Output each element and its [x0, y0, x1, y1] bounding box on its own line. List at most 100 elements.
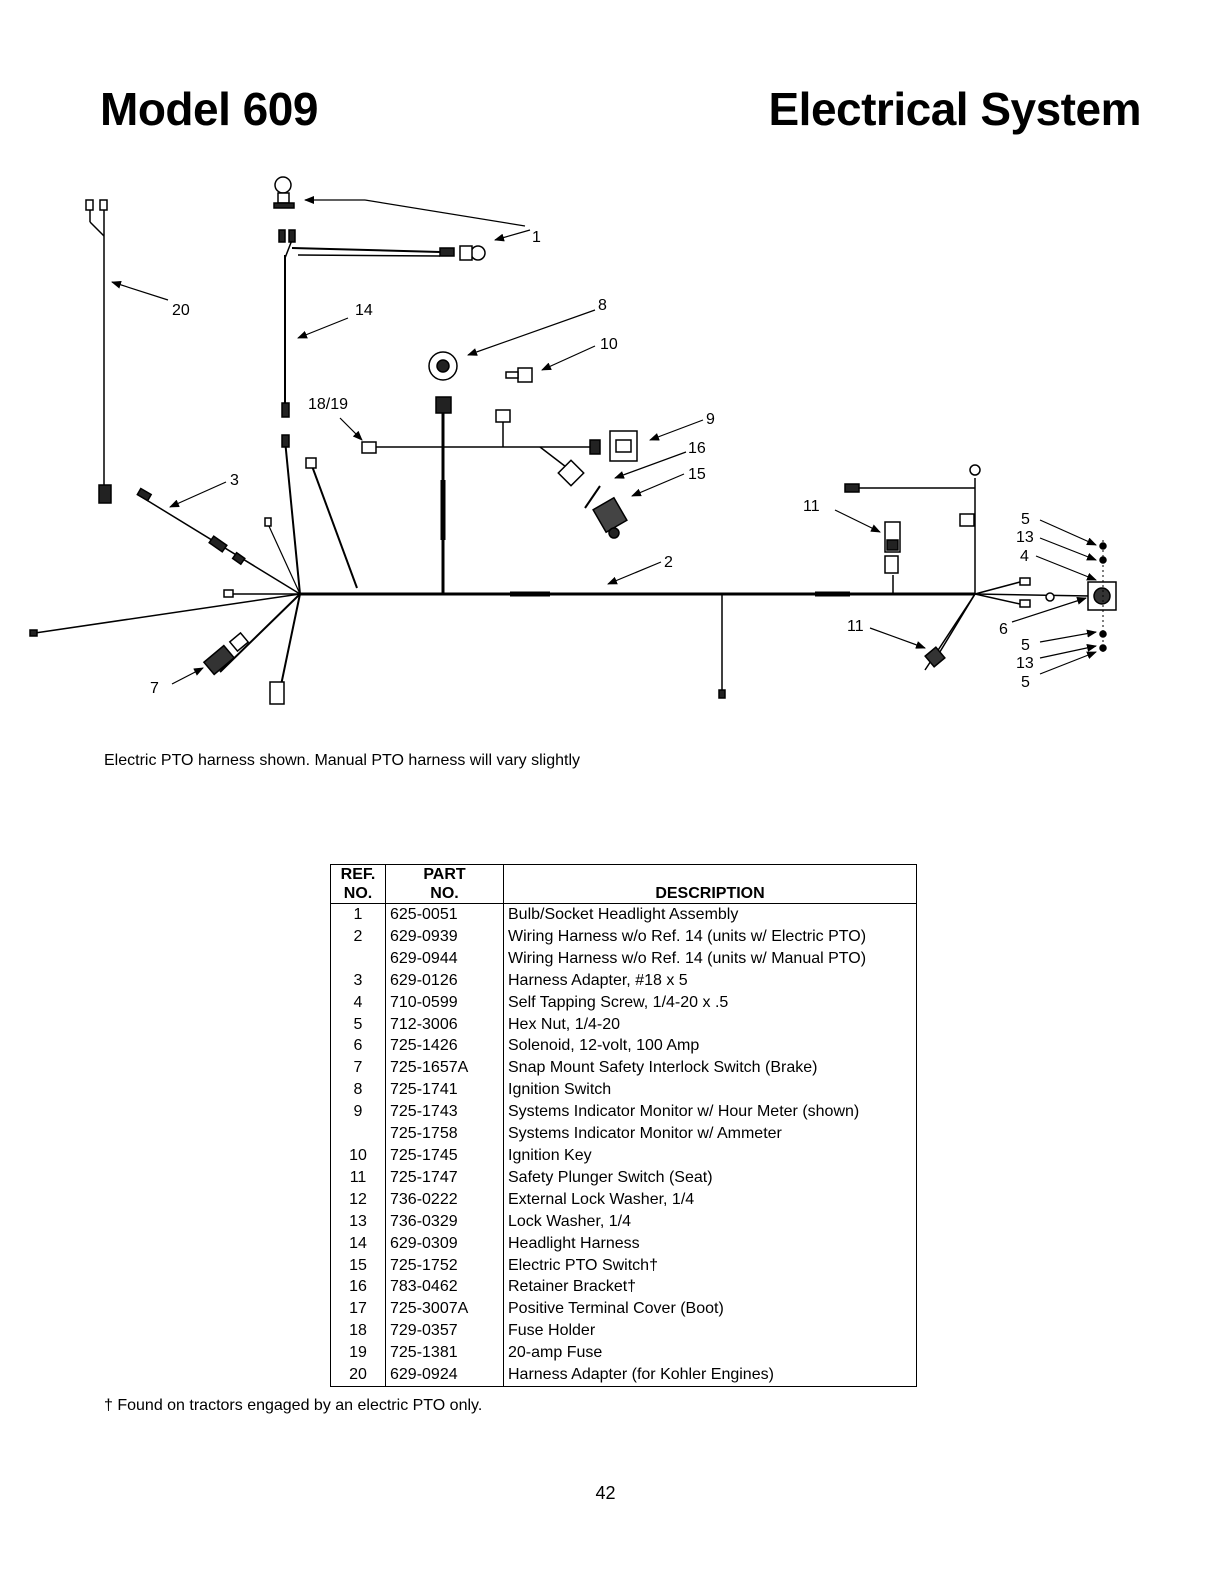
ref-cell [330, 1123, 386, 1145]
part-no-cell: 736-0222 [385, 1188, 504, 1211]
callout-leaders [111, 196, 1097, 685]
description-cell: Wiring Harness w/o Ref. 14 (units w/ Man… [508, 949, 867, 967]
ref-cell [330, 947, 386, 970]
ref-cell: 13 [330, 1210, 386, 1233]
kohler-adapter-harness [89, 208, 105, 485]
part-no-cell: 725-1747 [385, 1166, 504, 1189]
ref-cell: 20 [330, 1364, 386, 1387]
callout-1: 1 [532, 229, 541, 246]
wiring-diagram: 1 20 14 8 10 18/19 9 16 15 3 11 5 13 4 2… [29, 176, 1117, 705]
description-cell: 20-amp Fuse [508, 1344, 603, 1362]
part-no-cell: 725-1381 [385, 1342, 504, 1365]
table-header-row: REF. NO. PART NO. DESCRIPTION [330, 864, 917, 904]
ref-cell: 3 [330, 969, 386, 992]
part-no-cell: 725-3007A [385, 1298, 504, 1321]
header-description: DESCRIPTION [655, 885, 765, 902]
model-title: Model 609 [100, 83, 318, 135]
part-no-cell: 725-1426 [385, 1035, 504, 1058]
part-no-cell: 712-3006 [385, 1013, 504, 1036]
description-cell: Fuse Holder [508, 1322, 596, 1340]
ref-cell: 5 [330, 1013, 386, 1036]
page-number: 42 [595, 1483, 616, 1503]
description-cell: Snap Mount Safety Interlock Switch (Brak… [508, 1059, 818, 1077]
ref-cell: 15 [330, 1254, 386, 1277]
callout-2: 2 [664, 554, 673, 571]
ref-cell: 8 [330, 1079, 386, 1102]
main-harness [34, 410, 1091, 695]
header-part-no: PART NO. [385, 864, 504, 904]
ref-cell: 2 [330, 925, 386, 948]
ref-cell: 4 [330, 991, 386, 1014]
part-no-cell: 629-0309 [385, 1232, 504, 1255]
description-cell: Systems Indicator Monitor w/ Hour Meter … [508, 1103, 860, 1121]
description-cell: Systems Indicator Monitor w/ Ammeter [508, 1125, 782, 1143]
callout-5-bottom: 5 [1021, 674, 1030, 691]
ref-cell: 16 [330, 1276, 386, 1299]
description-cell: Harness Adapter (for Kohler Engines) [508, 1366, 774, 1384]
diagram-caption: Electric PTO harness shown. Manual PTO h… [104, 752, 581, 769]
description-cell: Harness Adapter, #18 x 5 [508, 971, 688, 989]
part-no-cell: 710-0599 [385, 991, 504, 1014]
part-no-cell: 725-1745 [385, 1144, 504, 1167]
description-cell: Solenoid, 12-volt, 100 Amp [508, 1037, 700, 1055]
callout-5-top: 5 [1021, 511, 1030, 528]
ref-cell: 9 [330, 1101, 386, 1124]
part-no-cell: 629-0939 [385, 925, 504, 948]
components [29, 176, 1117, 705]
ref-cell: 18 [330, 1320, 386, 1343]
part-no-cell: 736-0329 [385, 1210, 504, 1233]
callout-11-bottom: 11 [847, 618, 864, 635]
callout-14: 14 [355, 302, 373, 319]
part-no-cell: 725-1657A [385, 1057, 504, 1080]
callout-7: 7 [150, 680, 159, 697]
callout-5-mid: 5 [1021, 637, 1030, 654]
description-cell: Headlight Harness [508, 1234, 640, 1252]
ref-cell: 17 [330, 1298, 386, 1321]
callout-20: 20 [172, 302, 190, 319]
callout-8: 8 [598, 297, 607, 314]
part-no-cell: 725-1743 [385, 1101, 504, 1124]
callout-labels: 1 20 14 8 10 18/19 9 16 15 3 11 5 13 4 2… [150, 229, 1034, 697]
ref-cell: 11 [330, 1166, 386, 1189]
callout-15: 15 [688, 466, 706, 483]
footnote: † Found on tractors engaged by an electr… [104, 1397, 483, 1414]
section-title: Electrical System [768, 83, 1141, 135]
ref-cell: 14 [330, 1232, 386, 1255]
callout-4: 4 [1020, 548, 1029, 565]
callout-11-top: 11 [803, 498, 820, 515]
description-cell: Electric PTO Switch† [508, 1256, 658, 1274]
ref-cell: 7 [330, 1057, 386, 1080]
part-no-cell: 725-1741 [385, 1079, 504, 1102]
part-no-cell: 629-0126 [385, 969, 504, 992]
callout-16: 16 [688, 440, 706, 457]
callout-9: 9 [706, 411, 715, 428]
part-no-cell: 629-0944 [385, 947, 504, 970]
part-no-cell: 783-0462 [385, 1276, 504, 1299]
callout-6: 6 [999, 621, 1008, 638]
description-cell: Wiring Harness w/o Ref. 14 (units w/ Ele… [508, 927, 867, 945]
callout-18-19: 18/19 [308, 396, 348, 413]
part-no-cell: 725-1758 [385, 1123, 504, 1145]
description-cell: Ignition Switch [508, 1081, 612, 1099]
description-cell: Hex Nut, 1/4-20 [508, 1015, 621, 1033]
part-no-cell: 725-1752 [385, 1254, 504, 1277]
description-cell: Safety Plunger Switch (Seat) [508, 1168, 713, 1186]
ref-cell: 10 [330, 1144, 386, 1167]
